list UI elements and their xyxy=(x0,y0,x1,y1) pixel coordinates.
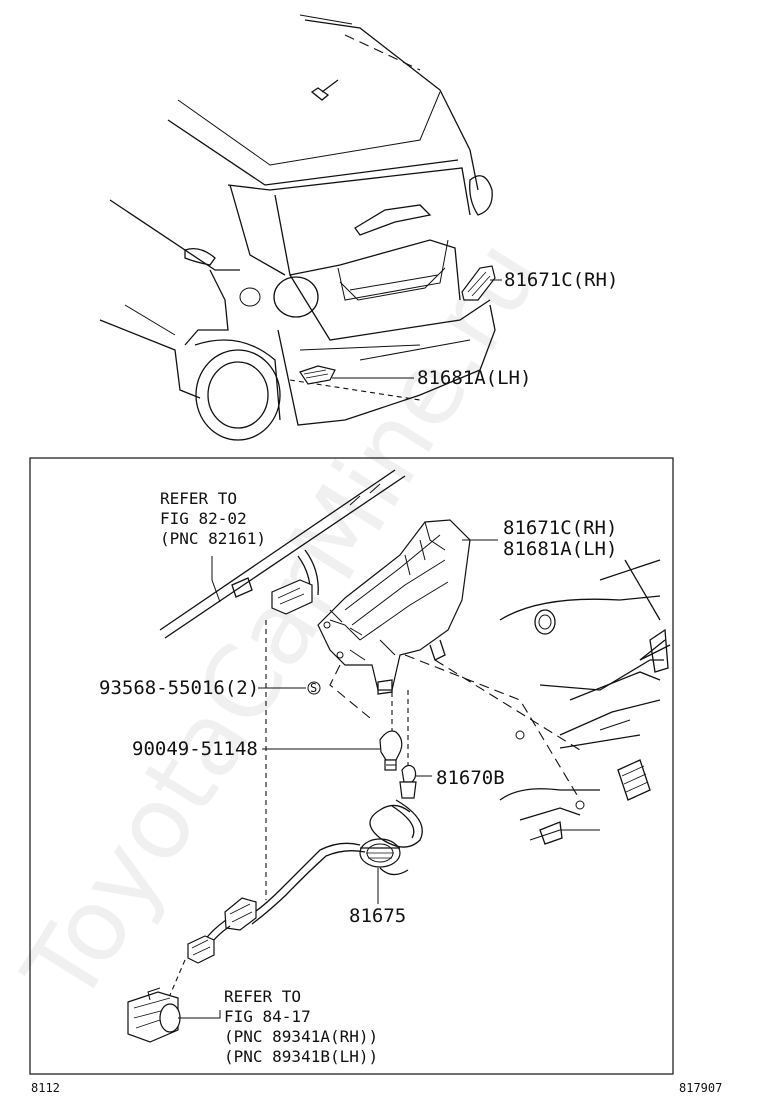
detail-frame xyxy=(29,457,674,1075)
car-rear-overview xyxy=(99,14,496,441)
svg-text:S: S xyxy=(310,681,317,695)
label-81671c-rh-top: 81671C(RH) xyxy=(504,269,618,291)
refer-1-line-2: FIG 82-02 xyxy=(160,509,247,528)
label-81681a-lh: 81681A(LH) xyxy=(503,538,617,560)
bulb-81670b xyxy=(401,764,417,783)
reference-note-1: REFER TO FIG 82-02 (PNC 82161) xyxy=(160,489,266,548)
connector-lower xyxy=(224,897,257,931)
footer-left-code: 8112 xyxy=(31,1081,60,1095)
refer-1-line-1: REFER TO xyxy=(160,489,237,508)
detail-illustration: S xyxy=(127,469,671,1043)
label-90049-51148: 90049-51148 xyxy=(132,738,258,760)
refer-2-line-4: (PNC 89341B(LH)) xyxy=(224,1047,378,1066)
label-81671c-rh: 81671C(RH) xyxy=(503,517,617,539)
label-81675: 81675 xyxy=(349,905,406,927)
refer-2-line-3: (PNC 89341A(RH)) xyxy=(224,1027,378,1046)
reflector-rh-on-car xyxy=(461,265,496,301)
label-81681a-lh-top: 81681A(LH) xyxy=(417,367,531,389)
refer-2-line-1: REFER TO xyxy=(224,987,301,1006)
reflector-housing xyxy=(317,519,471,691)
bulb-90049 xyxy=(379,730,403,761)
refer-1-line-3: (PNC 82161) xyxy=(160,529,266,548)
connector-upper xyxy=(271,579,313,615)
refer-2-line-2: FIG 84-17 xyxy=(224,1007,311,1026)
label-81670b: 81670B xyxy=(436,767,505,789)
reference-note-2: REFER TO FIG 84-17 (PNC 89341A(RH)) (PNC… xyxy=(224,987,378,1066)
label-93568-55016: 93568-55016(2) xyxy=(99,677,259,699)
svg-text:ToyotaCarMine.ru: ToyotaCarMine.ru xyxy=(1,220,564,1024)
clip-symbol xyxy=(307,681,321,695)
footer-right-code: 817907 xyxy=(679,1081,722,1095)
reflector-lh-on-car xyxy=(299,365,336,385)
watermark: ToyotaCarMine.ru xyxy=(1,220,564,1024)
connector-small xyxy=(187,935,215,964)
